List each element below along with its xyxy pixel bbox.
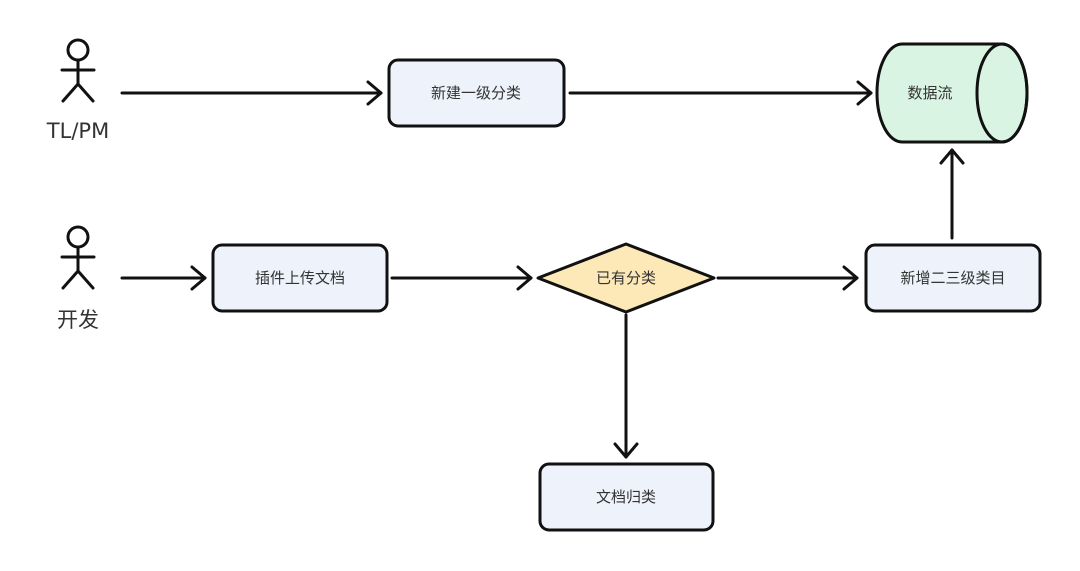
arrow-developer-to-upload-doc: [120, 265, 207, 291]
arrow-add-level23-to-data-stream: [939, 148, 965, 240]
node-label-doc-classify: 文档归类: [596, 488, 656, 506]
arrow-has-category-to-doc-classify: [613, 313, 639, 459]
node-has-category-decision: 已有分类: [536, 242, 716, 314]
node-add-level23: 新增二三级类目: [864, 243, 1042, 313]
node-label-has-category: 已有分类: [596, 269, 656, 287]
node-create-level1: 新建一级分类: [387, 58, 566, 128]
node-label-data-stream: 数据流: [907, 84, 952, 102]
node-label-upload-doc: 插件上传文档: [255, 269, 345, 287]
arrow-has-category-to-add-level23: [716, 265, 859, 291]
actor-tl-pm: TL/PM: [46, 38, 109, 143]
arrow-tlpm-to-create-level1: [120, 80, 383, 106]
arrow-create-level1-to-data-stream: [568, 80, 873, 106]
node-label-create-level1: 新建一级分类: [431, 84, 521, 102]
actor-label-tl-pm: TL/PM: [46, 119, 109, 143]
node-data-stream: 数据流: [875, 42, 1029, 144]
arrow-upload-doc-to-has-category: [390, 265, 533, 291]
node-upload-doc: 插件上传文档: [211, 243, 389, 313]
connectors: [120, 80, 965, 459]
node-label-add-level23: 新增二三级类目: [900, 269, 1005, 287]
actor-developer: 开发: [57, 225, 99, 332]
actor-label-developer: 开发: [57, 308, 99, 332]
stick-figure-icon: [60, 225, 96, 290]
stick-figure-icon: [60, 38, 96, 103]
node-doc-classify: 文档归类: [538, 462, 715, 532]
